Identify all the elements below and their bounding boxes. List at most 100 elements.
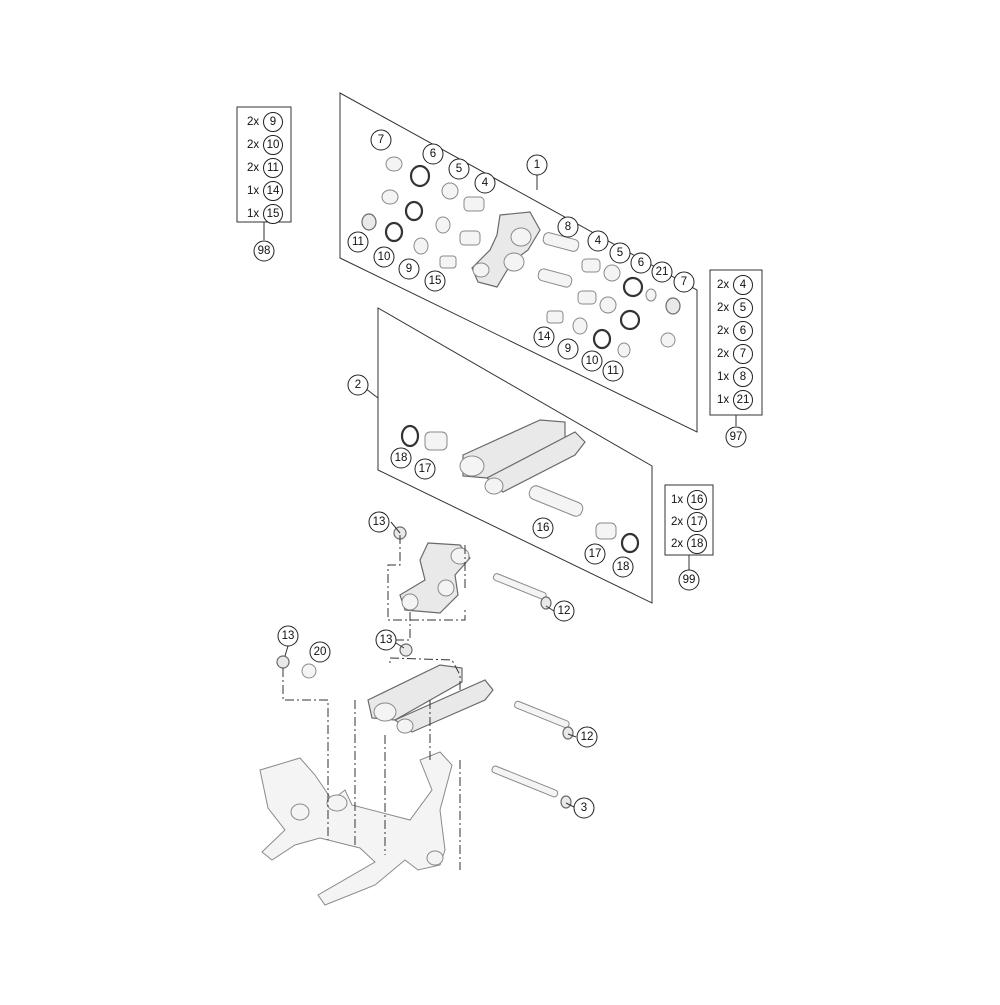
kit-99-qty: 1x (671, 494, 683, 506)
push-rod-icon (484, 477, 504, 495)
kit-98-table: 2x 9 2x 10 2x 11 1x 14 1x 15 (236, 106, 292, 224)
swingarm-icon (259, 751, 453, 906)
kit-99-qty: 2x (671, 516, 683, 528)
kit-98-part: 15 (267, 208, 280, 220)
svg-text:2: 2 (355, 379, 361, 391)
kit-97-qty: 2x (717, 279, 729, 291)
washer-icon (599, 296, 617, 314)
callout-8: 8 (557, 216, 579, 238)
svg-text:5: 5 (456, 163, 462, 175)
washer-icon (572, 317, 588, 335)
svg-text:13: 13 (380, 634, 393, 646)
swingarm-icon (290, 803, 310, 821)
svg-text:9: 9 (406, 263, 412, 275)
washer-icon (413, 237, 429, 255)
callout-13b: 13 (375, 629, 397, 651)
callout-5: 5 (448, 158, 470, 180)
linkage-lever-icon (510, 227, 532, 247)
callout-21: 21 (651, 261, 673, 283)
kit-97-part: 5 (740, 302, 746, 314)
linkage-lever-icon (450, 547, 470, 565)
callout-13: 13 (368, 511, 390, 533)
kit-98-part: 9 (270, 116, 276, 128)
svg-text:6: 6 (638, 257, 644, 269)
nut-icon (276, 655, 290, 669)
washer-icon (617, 342, 631, 358)
bushing-icon (385, 156, 403, 172)
kit-98-rows: 2x 9 2x 10 2x 11 1x 14 1x 15 (247, 112, 283, 224)
callouts: 98 97 99 1 7 6 5 4 8 11 10 9 15 4 5 6 21… (253, 129, 747, 819)
kit1-parts (361, 156, 681, 358)
kit-98-qty: 1x (247, 208, 259, 220)
kit-97-qty: 2x (717, 302, 729, 314)
callout-11b: 11 (602, 360, 624, 382)
kit-98-qty: 2x (247, 116, 259, 128)
callout-18b: 18 (612, 556, 634, 578)
nut-icon (399, 643, 413, 657)
kit-99-part: 18 (691, 538, 704, 550)
callout-4: 4 (474, 172, 496, 194)
svg-text:15: 15 (429, 275, 442, 287)
callout-7: 7 (370, 129, 392, 151)
svg-text:5: 5 (617, 247, 623, 259)
callout-99: 99 (678, 569, 700, 591)
bushing-icon (581, 258, 601, 273)
bushing-icon (424, 431, 448, 451)
kit-98-box (236, 106, 292, 223)
svg-text:21: 21 (656, 266, 669, 278)
pivot-bolt-icon (514, 700, 570, 729)
callout-2: 2 (347, 374, 369, 396)
bushing-icon (381, 189, 399, 205)
kit-99-part: 16 (691, 494, 704, 506)
svg-text:14: 14 (538, 331, 551, 343)
callout-9b: 9 (557, 338, 579, 360)
kit2-panel-frame (377, 307, 653, 604)
callout-12b: 12 (576, 726, 598, 748)
washer-icon (645, 288, 657, 302)
washer-icon (441, 182, 459, 200)
kit-98-qty: 2x (247, 139, 259, 151)
seal-ring-icon (404, 200, 424, 222)
bushing-icon (542, 232, 580, 252)
callout-5b: 5 (609, 242, 631, 264)
svg-text:16: 16 (537, 522, 550, 534)
kit-98-part: 10 (267, 139, 280, 151)
svg-text:6: 6 (430, 148, 436, 160)
kit-97-part: 4 (740, 279, 747, 291)
svg-text:11: 11 (352, 236, 364, 248)
callout-13c: 13 (277, 625, 299, 647)
kit-97-table: 2x 4 2x 5 2x 6 2x 7 1x 8 1x 21 (709, 269, 763, 416)
callout-3: 3 (573, 797, 595, 819)
callout-18: 18 (390, 447, 412, 469)
callout-1: 1 (526, 154, 548, 176)
seal-ring-icon (384, 221, 404, 243)
bushing-icon (546, 310, 564, 324)
seal-ring-icon (620, 532, 640, 554)
bushing-icon (459, 230, 481, 246)
kit-99-box (664, 484, 714, 556)
push-rod-icon (396, 718, 414, 734)
kit-97-qty: 1x (717, 394, 729, 406)
kit-98-part: 14 (267, 185, 280, 197)
svg-text:13: 13 (373, 516, 386, 528)
kit-99-table: 1x 16 2x 17 2x 18 (664, 484, 714, 556)
svg-text:3: 3 (581, 802, 587, 814)
seal-ring-icon (592, 328, 612, 350)
svg-text:10: 10 (378, 251, 391, 263)
bushing-icon (660, 332, 676, 348)
callout-14: 14 (533, 326, 555, 348)
svg-text:4: 4 (595, 235, 602, 247)
kit-97-qty: 2x (717, 325, 729, 337)
pivot-bolt-icon (562, 726, 574, 740)
washer-icon (435, 216, 451, 234)
svg-text:17: 17 (419, 463, 432, 475)
callout-10: 10 (373, 246, 395, 268)
swingarm-icon (426, 850, 444, 866)
kit-99-part: 17 (691, 516, 704, 528)
kit-97-part: 21 (737, 394, 750, 406)
kit-98-qty: 1x (247, 185, 259, 197)
kit-97-part: 8 (740, 371, 746, 383)
kit-97-part: 7 (740, 348, 746, 360)
kit-97-qty: 1x (717, 371, 729, 383)
seal-ring-icon (622, 276, 644, 298)
